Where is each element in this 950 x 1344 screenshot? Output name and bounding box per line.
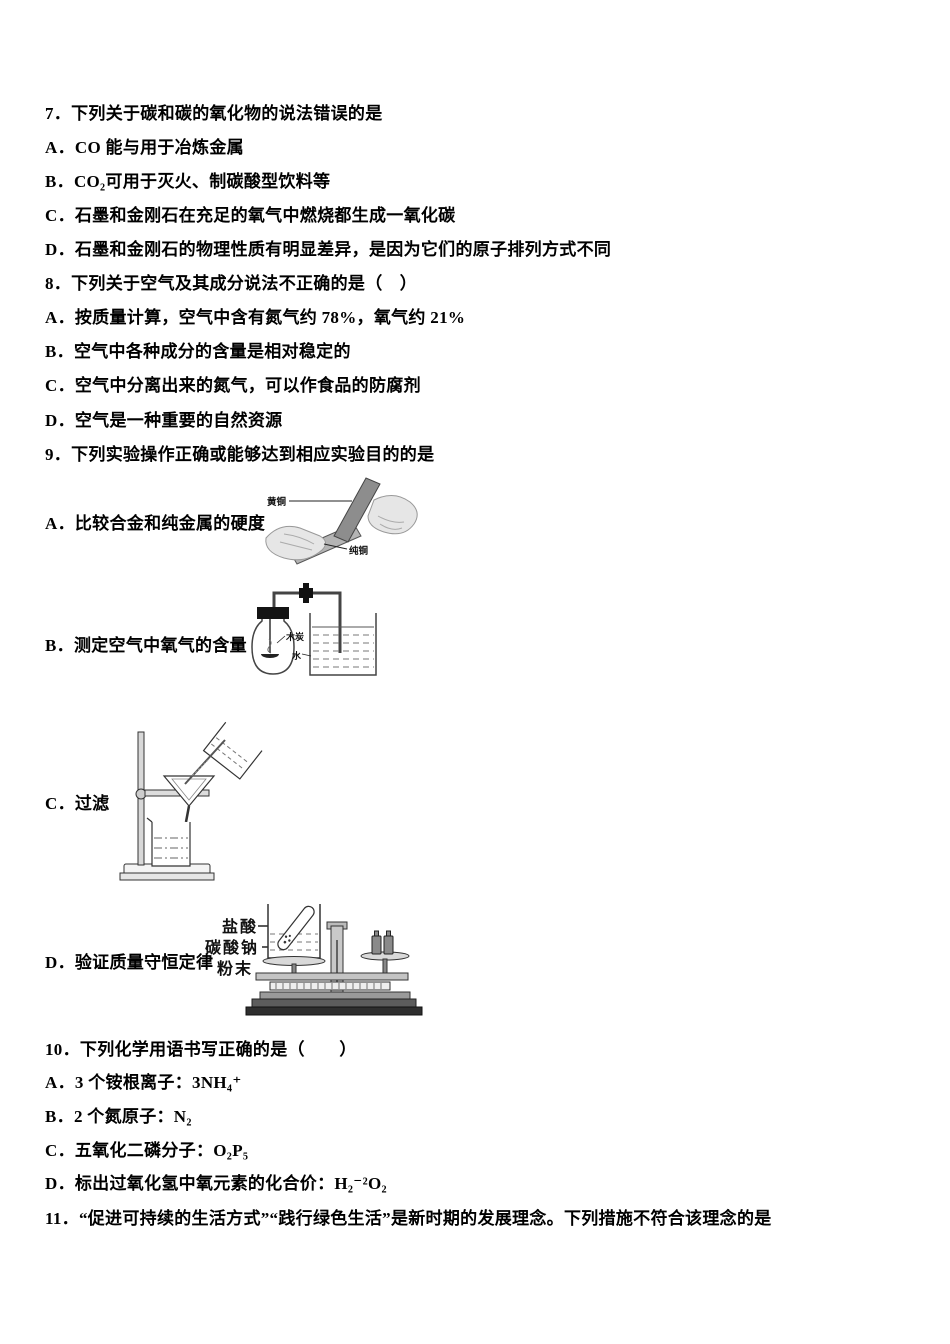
left-hand [265,525,326,561]
q7-option-a: A．CO 能与用于冶炼金属 [45,138,244,157]
beaker [309,613,377,676]
powder-label: 粉末 [217,959,253,978]
right-hand [367,495,418,535]
brass-strip [333,477,381,543]
q8-option-c: C．空气中分离出来的氮气，可以作食品的防腐剂 [45,376,421,395]
q8-stem: 8．下列关于空气及其成分说法不正确的是（ ） [45,274,418,293]
flask [251,613,295,675]
rider-scale [269,981,391,991]
glass-rod [184,739,226,785]
diagram-mass-conservation-balance: 盐酸 碳酸钠 粉末 [205,904,423,1016]
pure-copper-label: 纯铜 [349,545,369,557]
q7-stem: 7．下列关于碳和碳的氧化物的说法错误的是 [45,104,383,123]
charcoal-label: 木炭 [285,631,304,642]
q10-option-b: B．2 个氮原子：N₂ [45,1107,192,1126]
pouring-beaker [202,721,263,780]
q11-stem: 11．“促进可持续的生活方式”“践行绿色生活”是新时期的发展理念。下列措施不符合… [45,1209,772,1228]
diagram-hardness-comparison: 黄铜 纯铜 [265,477,418,565]
balance-beam [255,972,409,981]
combustion-spoon [261,654,279,658]
acid-label: 盐酸 [222,917,258,936]
q8-option-d: D．空气是一种重要的自然资源 [45,411,283,430]
q9-option-d-label: D．验证质量守恒定律 [45,953,214,972]
rubber-stopper [257,607,289,619]
diagram-oxygen-measurement: 木炭 水 [251,583,377,676]
q9-option-a-label: A．比较合金和纯金属的硬度 [45,514,266,533]
q9-option-c-label: C．过滤 [45,794,110,813]
weights [371,930,394,955]
q7-option-d: D．石墨和金刚石的物理性质有明显差异，是因为它们的原子排列方式不同 [45,240,612,259]
q10-stem: 10．下列化学用语书写正确的是（ ） [45,1040,357,1059]
q7-option-c: C．石墨和金刚石在充足的氧气中燃烧都生成一氧化碳 [45,206,456,225]
test-tube [277,905,315,951]
brass-label: 黄铜 [267,496,287,508]
q8-option-b: B．空气中各种成分的含量是相对稳定的 [45,342,351,361]
carbonate-label: 碳酸钠 [205,938,259,957]
q7-option-b: B．CO₂可用于灭火、制碳酸型饮料等 [45,172,331,191]
q10-option-a: A．3 个铵根离子：3NH₄⁺ [45,1073,242,1092]
funnel [162,775,216,807]
q10-option-d: D．标出过氧化氢中氧元素的化合价：H₂⁻²O₂ [45,1174,387,1193]
diagram-filtration [119,721,263,881]
q9-option-b-label: B．测定空气中氧气的含量 [45,636,247,655]
q8-option-a: A．按质量计算，空气中含有氮气约 78%，氧气约 21% [45,308,466,327]
q10-option-c: C．五氧化二磷分子：O₂P₅ [45,1141,249,1160]
q9-stem: 9．下列实验操作正确或能够达到相应实验目的的是 [45,445,435,464]
water-label: 水 [292,650,302,661]
receiving-beaker [151,822,191,867]
